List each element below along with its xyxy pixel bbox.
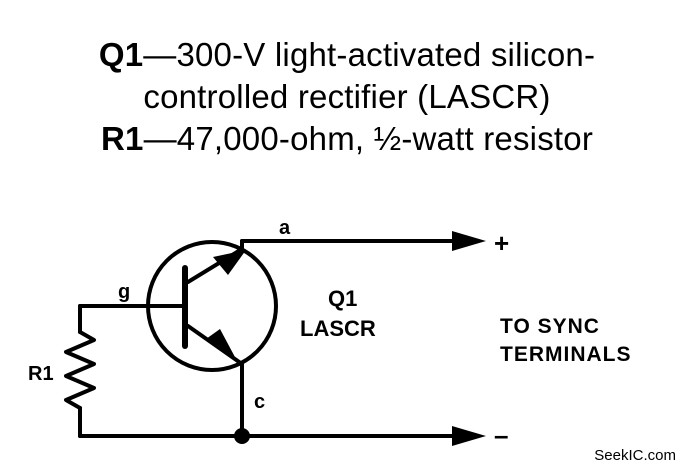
q1-type-label: LASCR — [300, 316, 376, 341]
parts-line-q1: Q1—300-V light-activated silicon- — [0, 34, 694, 76]
output-label-line1: TO SYNC — [500, 315, 600, 338]
minus-terminal-arrow-icon — [452, 426, 486, 446]
q1-description-1: —300-V light-activated silicon- — [143, 36, 596, 73]
plus-terminal-label: + — [494, 228, 509, 258]
q1-ref: Q1 — [98, 36, 144, 73]
anode-label: a — [279, 217, 291, 239]
minus-terminal-label: – — [494, 420, 508, 450]
plus-terminal-arrow-icon — [452, 231, 486, 251]
junction-dot — [234, 428, 250, 444]
r1-resistor-zigzag — [64, 330, 96, 410]
r1-schematic-label: R1 — [28, 363, 54, 385]
cathode-label: c — [254, 391, 265, 413]
parts-line-r1: R1—47,000-ohm, ½-watt resistor — [0, 118, 694, 160]
parts-list: Q1—300-V light-activated silicon- contro… — [0, 34, 694, 160]
r1-ref: R1 — [100, 120, 144, 157]
output-label-line2: TERMINALS — [500, 343, 632, 366]
anode-arrow-icon — [213, 250, 246, 275]
gate-label: g — [118, 281, 130, 303]
r1-description: —47,000-ohm, ½-watt resistor — [143, 120, 594, 157]
watermark: SeekIC.com — [594, 447, 676, 464]
cathode-arrow-icon — [206, 329, 236, 359]
q1-schematic-label: Q1 — [328, 286, 357, 311]
parts-line-q1-cont: controlled rectifier (LASCR) — [143, 78, 551, 115]
